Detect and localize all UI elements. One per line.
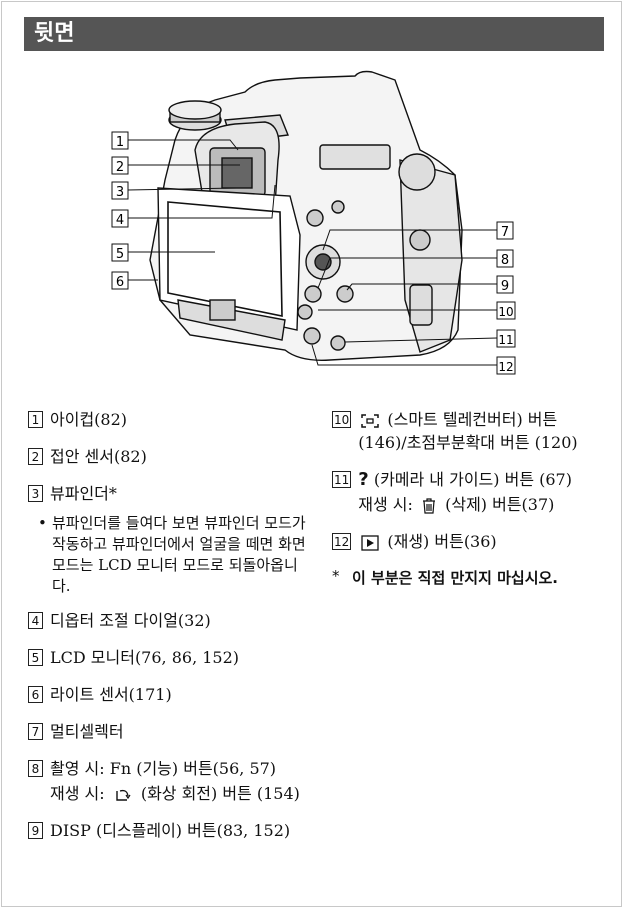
svg-text:7: 7: [501, 225, 509, 240]
list-item: 8 촬영 시: Fn (기능) 버튼(56, 57) 재생 시: (화상 회전)…: [28, 757, 313, 805]
list-item: 5 LCD 모니터(76, 86, 152): [28, 646, 313, 669]
item-text: 촬영 시: Fn (기능) 버튼(56, 57): [50, 759, 277, 778]
item-number: 2: [28, 448, 43, 465]
list-item: 3 뷰파인더*: [28, 482, 313, 505]
svg-text:1: 1: [116, 135, 124, 150]
callout-4: 4: [111, 209, 129, 228]
callout-1: 1: [111, 131, 129, 150]
sub-suffix: (화상 회전) 버튼 (154): [135, 784, 300, 803]
right-column: 10 (스마트 텔레컨버터) 버튼 (146)/초점부분확대 버튼 (120) …: [332, 408, 607, 588]
item-text: 아이컵(82): [50, 410, 128, 429]
footnote-mark: *: [332, 567, 340, 585]
callout-7: 7: [496, 221, 514, 240]
svg-text:5: 5: [116, 247, 124, 262]
item-text: 뷰파인더*: [50, 484, 117, 503]
question-icon: ?: [358, 469, 369, 490]
list-item: 12 (재생) 버튼(36): [332, 530, 607, 553]
item-text: (스마트 텔레컨버터) 버튼 (146)/초점부분확대 버튼 (120): [358, 410, 578, 452]
item-text: (카메라 내 가이드) 버튼 (67): [368, 470, 572, 489]
list-item: 10 (스마트 텔레컨버터) 버튼 (146)/초점부분확대 버튼 (120): [332, 408, 607, 454]
item-number: 3: [28, 485, 43, 502]
left-column: 1 아이컵(82) 2 접안 센서(82) 3 뷰파인더* • 뷰파인더를 들여…: [28, 408, 313, 856]
svg-text:10: 10: [498, 305, 513, 319]
camera-back-illustration: 1 2 3 4 5 6 7 8 9 10 11 12: [111, 70, 516, 375]
item-number: 7: [28, 723, 43, 740]
item-text-group: 촬영 시: Fn (기능) 버튼(56, 57) 재생 시: (화상 회전) 버…: [50, 757, 313, 805]
trash-icon: [423, 497, 436, 514]
svg-text:3: 3: [116, 185, 124, 200]
item-text: 라이트 센서(171): [50, 685, 172, 704]
item-number: 12: [332, 533, 352, 550]
viewfinder-note: • 뷰파인더를 들여다 보면 뷰파인더 모드가 작동하고 뷰파인더에서 얼굴을 …: [38, 513, 313, 597]
callout-10: 10: [496, 301, 516, 320]
svg-text:11: 11: [498, 333, 513, 347]
footnote-text: 이 부분은 직접 만지지 마십시오.: [352, 569, 558, 587]
playback-line: 재생 시: (화상 회전) 버튼 (154): [50, 782, 313, 805]
smart-teleconverter-icon: [361, 413, 380, 428]
svg-text:12: 12: [498, 360, 513, 374]
item-text: 디옵터 조절 다이얼(32): [50, 611, 211, 630]
sub-prefix: 재생 시:: [50, 784, 110, 803]
item-text: 멀티셀렉터: [50, 722, 124, 741]
callout-12: 12: [496, 356, 516, 375]
svg-text:8: 8: [501, 253, 509, 268]
callout-8: 8: [496, 249, 514, 268]
bullet: •: [38, 514, 47, 532]
callout-9: 9: [496, 275, 514, 294]
play-icon: [361, 534, 379, 551]
callout-2: 2: [111, 156, 129, 175]
list-item: 7 멀티셀렉터: [28, 720, 313, 743]
callout-6: 6: [111, 271, 129, 290]
svg-text:9: 9: [501, 279, 509, 294]
item-number: 5: [28, 649, 43, 666]
list-item: 9 DISP (디스플레이) 버튼(83, 152): [28, 819, 313, 842]
item-text: DISP (디스플레이) 버튼(83, 152): [50, 821, 291, 840]
svg-text:4: 4: [116, 213, 124, 228]
sub-suffix: (삭제) 버튼(37): [440, 495, 555, 514]
list-item: 4 디옵터 조절 다이얼(32): [28, 609, 313, 632]
item-text: (재생) 버튼(36): [382, 532, 497, 551]
note-text: 뷰파인더를 들여다 보면 뷰파인더 모드가 작동하고 뷰파인더에서 얼굴을 떼면…: [52, 514, 306, 595]
item-number: 11: [332, 471, 352, 488]
callout-11: 11: [496, 329, 516, 348]
list-item: 2 접안 센서(82): [28, 445, 313, 468]
item-number: 1: [28, 411, 43, 428]
item-text: LCD 모니터(76, 86, 152): [50, 648, 240, 667]
playback-line: 재생 시: (삭제) 버튼(37): [358, 493, 607, 516]
sub-prefix: 재생 시:: [358, 495, 419, 514]
svg-text:2: 2: [116, 160, 124, 175]
item-number: 6: [28, 686, 43, 703]
svg-text:6: 6: [116, 275, 124, 290]
item-number: 10: [332, 411, 352, 428]
item-number: 4: [28, 612, 43, 629]
footnote: * 이 부분은 직접 만지지 마십시오.: [332, 567, 607, 588]
callout-5: 5: [111, 243, 129, 262]
section-header: 뒷면: [24, 17, 604, 51]
item-number: 8: [28, 760, 43, 777]
list-item: 1 아이컵(82): [28, 408, 313, 431]
list-item: 6 라이트 센서(171): [28, 683, 313, 706]
rotate-icon: [116, 789, 131, 801]
callout-3: 3: [111, 181, 129, 200]
item-text: 접안 센서(82): [50, 447, 147, 466]
item-number: 9: [28, 822, 43, 839]
list-item: 11 ? (카메라 내 가이드) 버튼 (67) 재생 시: (삭제) 버튼(3…: [332, 468, 607, 516]
